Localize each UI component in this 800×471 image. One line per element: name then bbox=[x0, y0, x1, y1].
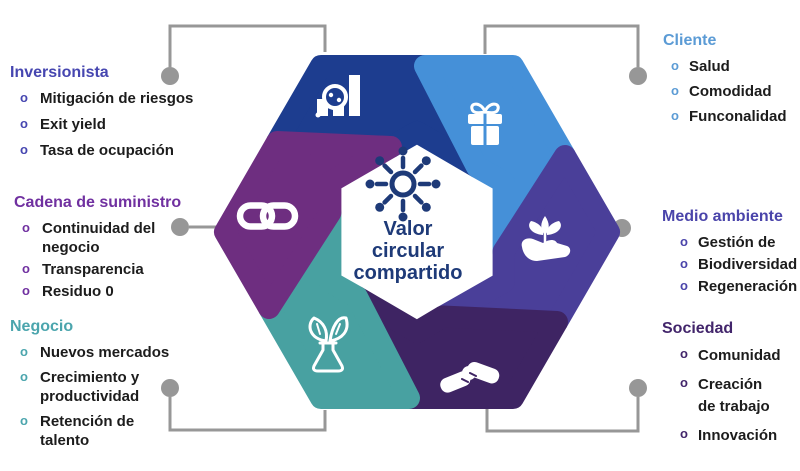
list-item-text: Funconalidad bbox=[689, 108, 787, 125]
bullet-marker: o bbox=[22, 283, 30, 298]
connector-dot-top-left bbox=[161, 67, 179, 85]
list-item: o Regeneración bbox=[662, 277, 800, 296]
list-item: o Innovación bbox=[662, 425, 797, 447]
list-item: o Retención de talento bbox=[10, 412, 210, 450]
list-item-text: Mitigación de riesgos bbox=[40, 90, 194, 107]
gift-icon bbox=[468, 102, 502, 145]
group-sociedad-header: Sociedad bbox=[662, 320, 734, 337]
bullet-marker: o bbox=[680, 278, 688, 293]
connector-bottom-left bbox=[168, 397, 327, 432]
group-negocio: Negocio o Nuevos mercados o Crecimiento … bbox=[10, 318, 210, 456]
bullet-marker: o bbox=[20, 90, 28, 105]
list-item: o Creación de trabajo bbox=[662, 374, 797, 418]
chain-links-icon bbox=[236, 202, 299, 230]
bullet-marker: o bbox=[20, 116, 28, 131]
bullet-marker: o bbox=[680, 375, 688, 390]
list-item: o Salud bbox=[663, 57, 798, 76]
connector-dot-bottom-right bbox=[629, 379, 647, 397]
list-item: o Crecimiento y productividad bbox=[10, 368, 210, 406]
segment-supply-chain bbox=[214, 131, 402, 319]
center-title: Valor circular compartido bbox=[338, 218, 478, 284]
list-item: o Tasa de ocupación bbox=[10, 141, 225, 160]
list-item: o Funconalidad bbox=[663, 107, 798, 126]
connector-top-left bbox=[168, 24, 327, 67]
list-item-text: Residuo 0 bbox=[42, 283, 114, 300]
list-item: o Exit yield bbox=[10, 115, 225, 134]
list-item-text: Regeneración bbox=[698, 278, 798, 295]
connector-dot-top-right bbox=[629, 67, 647, 85]
list-item: o Comunidad bbox=[662, 345, 797, 367]
group-sociedad: Sociedad o Comunidad o Creación de traba… bbox=[662, 320, 797, 454]
handshake-icon bbox=[440, 362, 500, 393]
list-item: o Comodidad bbox=[663, 82, 798, 101]
list-item-text: Biodiversidad bbox=[698, 256, 798, 273]
list-item-text: Nuevos mercados bbox=[40, 344, 170, 361]
connector-top-right bbox=[483, 24, 640, 67]
bullet-marker: o bbox=[671, 108, 679, 123]
group-cliente: Cliente o Salud o Comodidad o Funconalid… bbox=[663, 32, 798, 132]
bullet-marker: o bbox=[671, 83, 679, 98]
bullet-marker: o bbox=[680, 426, 688, 441]
bullet-marker: o bbox=[20, 369, 28, 384]
connector-dot-bottom-left bbox=[161, 379, 179, 397]
list-item-text: Creación de trabajo bbox=[698, 376, 770, 415]
group-negocio-header: Negocio bbox=[10, 318, 74, 335]
list-item-text: Comunidad bbox=[698, 347, 781, 364]
list-item: o Continuidad del negocio bbox=[14, 219, 219, 257]
plant-flask-icon bbox=[308, 316, 349, 373]
list-item: o Biodiversidad bbox=[662, 255, 800, 274]
bullet-marker: o bbox=[680, 234, 688, 249]
center-title-line1: Valor bbox=[383, 218, 433, 240]
list-item-text: Retención de talento bbox=[40, 413, 135, 449]
list-item: o Nuevos mercados bbox=[10, 343, 210, 362]
connector-dot-mid-left bbox=[171, 218, 189, 236]
list-item-text: Crecimiento y productividad bbox=[40, 369, 140, 405]
bullet-marker: o bbox=[22, 261, 30, 276]
bullet-marker: o bbox=[20, 413, 28, 428]
list-item: o Transparencia bbox=[14, 260, 219, 279]
group-medio-ambiente: Medio ambiente o Gestión de o Biodiversi… bbox=[662, 208, 800, 299]
list-item-text: Transparencia bbox=[42, 261, 144, 278]
list-item-text: Comodidad bbox=[689, 83, 772, 100]
list-item-text: Exit yield bbox=[40, 116, 106, 133]
bullet-marker: o bbox=[671, 58, 679, 73]
list-item: o Residuo 0 bbox=[14, 282, 219, 301]
group-cadena-header: Cadena de suministro bbox=[14, 194, 182, 211]
list-item: o Mitigación de riesgos bbox=[10, 89, 225, 108]
list-item: o Gestión de bbox=[662, 233, 800, 252]
network-hub-icon bbox=[365, 146, 441, 222]
connector-bottom-right bbox=[485, 397, 640, 433]
bullet-marker: o bbox=[22, 220, 30, 235]
bullet-marker: o bbox=[20, 142, 28, 157]
bullet-marker: o bbox=[20, 344, 28, 359]
group-inversionista-header: Inversionista bbox=[10, 64, 109, 81]
group-inversionista: Inversionista o Mitigación de riesgos o … bbox=[10, 64, 225, 167]
list-item-text: Gestión de bbox=[698, 234, 776, 251]
list-item-text: Innovación bbox=[698, 427, 778, 444]
bullet-marker: o bbox=[680, 346, 688, 361]
list-item-text: Continuidad del negocio bbox=[42, 220, 156, 256]
group-cadena-de-suministro: Cadena de suministro o Continuidad del n… bbox=[14, 194, 219, 304]
group-cliente-header: Cliente bbox=[663, 32, 717, 49]
list-item-text: Tasa de ocupación bbox=[40, 142, 174, 159]
list-item-text: Salud bbox=[689, 58, 730, 75]
group-medio-ambiente-header: Medio ambiente bbox=[662, 208, 783, 225]
bullet-marker: o bbox=[680, 256, 688, 271]
center-title-line3: compartido bbox=[353, 262, 463, 284]
bar-chart-magnifier-icon bbox=[315, 75, 360, 118]
center-title-line2: circular bbox=[371, 240, 445, 262]
hand-sprout-icon bbox=[521, 216, 571, 261]
